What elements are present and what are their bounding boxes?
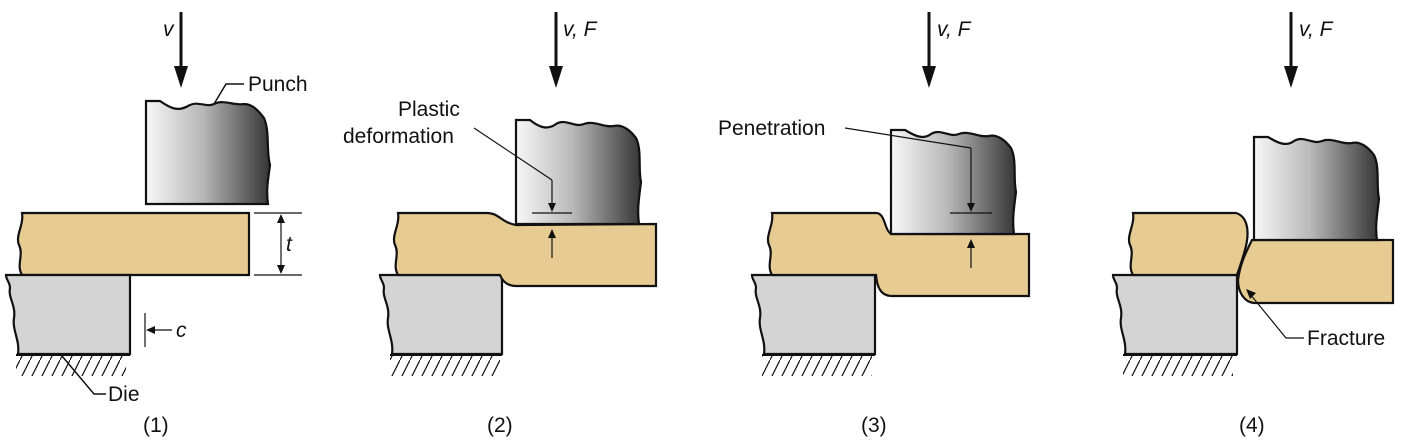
force-label: v, F [937, 18, 972, 41]
penetration-marker [950, 148, 992, 268]
force-arrow [922, 12, 936, 88]
sheet-metal [16, 211, 251, 277]
fracture-leader [1246, 289, 1304, 339]
sheet-metal [392, 211, 658, 288]
clearance-indicator [144, 313, 172, 347]
thickness-dimension [254, 212, 302, 276]
force-label: v, F [563, 18, 598, 41]
sheet-metal-remaining [1127, 211, 1249, 277]
stage-label: Penetration [718, 117, 825, 140]
stage-label-line-1: Plastic [398, 98, 460, 121]
sheet-metal [766, 211, 1031, 298]
die [378, 273, 504, 356]
panel-caption: (4) [1239, 414, 1265, 437]
force-arrow [1284, 12, 1298, 88]
sheet-metal-slug [1236, 238, 1395, 305]
die [1111, 273, 1239, 356]
ground-hatch [1123, 356, 1233, 376]
panel-caption: (2) [487, 414, 513, 437]
panel-3: v, F Penetration (3) [718, 12, 1031, 437]
punch [889, 128, 1018, 236]
panel-2: v, F Plastic deformation (2) [343, 12, 658, 437]
ground-hatch [762, 356, 872, 376]
thickness-label: t [286, 233, 293, 256]
clearance-label: c [176, 319, 187, 342]
velocity-arrow [174, 12, 188, 88]
die-label: Die [108, 383, 140, 406]
ground-hatch [390, 356, 500, 376]
die [750, 273, 877, 356]
punch [514, 118, 643, 226]
panel-1: v Punch t c Die (1) [4, 12, 308, 437]
panel-caption: (3) [861, 414, 887, 437]
die [4, 273, 132, 356]
velocity-label: v [163, 18, 175, 41]
deformation-marker [532, 180, 572, 258]
punch [144, 99, 272, 206]
stage-label: Fracture [1307, 327, 1385, 350]
panel-caption: (1) [143, 414, 169, 437]
stage-label-line-2: deformation [343, 125, 454, 148]
force-label: v, F [1299, 18, 1334, 41]
punch [1252, 135, 1381, 242]
force-arrow [549, 12, 563, 88]
punch-label: Punch [248, 73, 308, 96]
panel-4: v, F Fracture (4) [1111, 12, 1395, 437]
